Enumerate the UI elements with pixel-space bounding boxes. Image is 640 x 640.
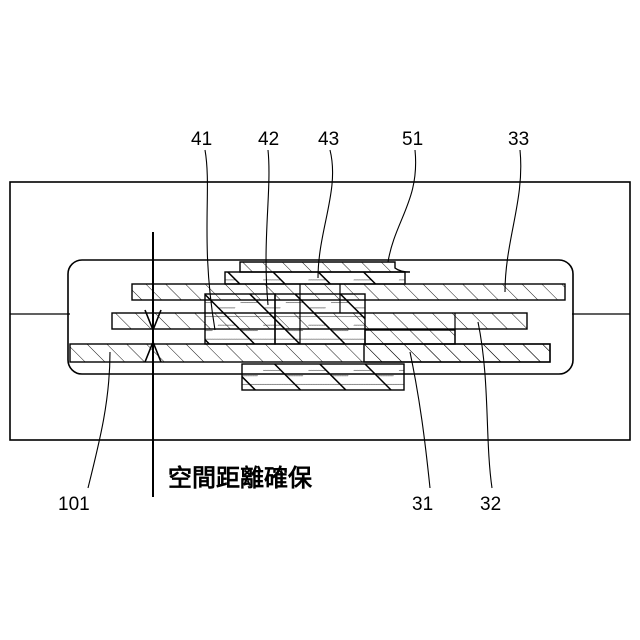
substrate-31-segment (364, 344, 550, 362)
leader-31 (410, 352, 430, 488)
clearance-caption: 空間距離確保 (168, 464, 313, 492)
bottom-block (242, 364, 404, 390)
plate-33 (132, 284, 565, 300)
leader-101 (88, 352, 110, 488)
label-31: 31 (412, 494, 433, 515)
label-33: 33 (508, 129, 529, 150)
label-43: 43 (318, 129, 339, 150)
leader-43 (318, 150, 333, 278)
layer-43 (225, 272, 405, 284)
label-51: 51 (402, 129, 423, 150)
label-41: 41 (191, 129, 212, 150)
label-101: 101 (58, 494, 90, 515)
leader-51 (388, 150, 416, 262)
label-32: 32 (480, 494, 501, 515)
block-31-core (365, 330, 455, 344)
leader-33 (505, 150, 521, 292)
label-42: 42 (258, 129, 279, 150)
plate-32 (112, 313, 527, 329)
